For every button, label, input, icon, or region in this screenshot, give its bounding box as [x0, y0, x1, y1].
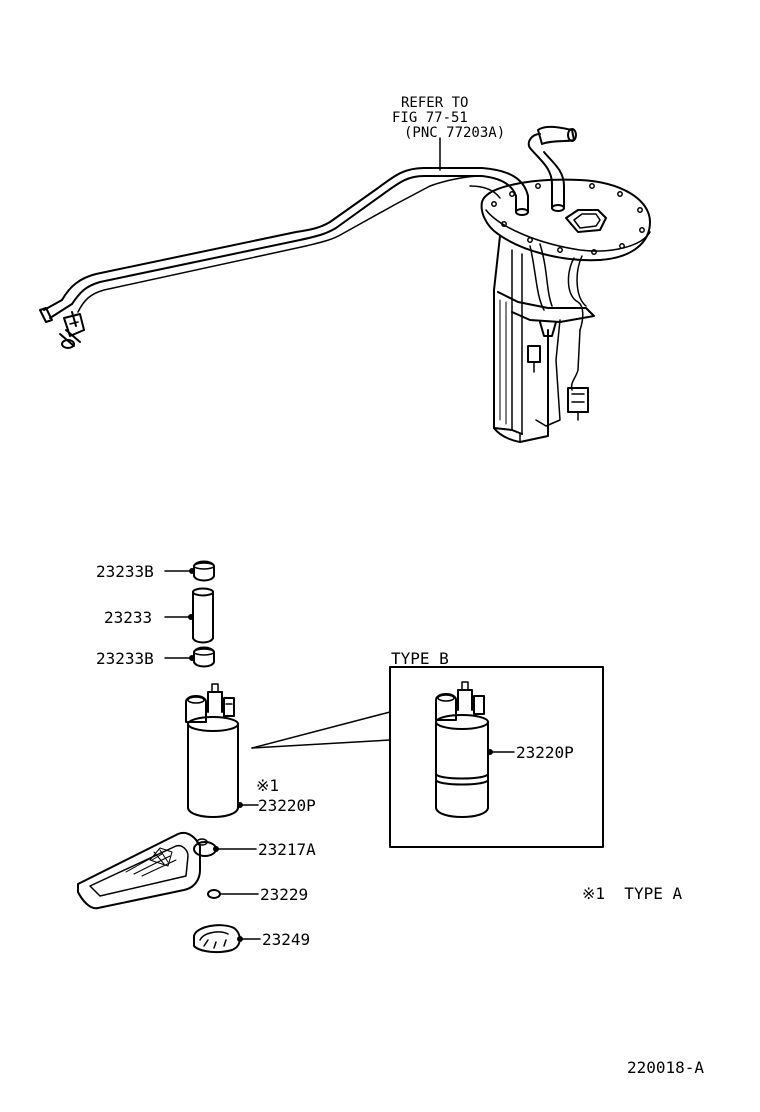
figure-id: 220018-A: [627, 1058, 704, 1077]
label-pump-marker: ※1: [256, 776, 279, 795]
label-retainer: 23249: [262, 930, 310, 949]
label-ring: 23229: [260, 885, 308, 904]
label-filter: 23217A: [258, 840, 316, 859]
label-pump-type-b: 23220P: [516, 743, 574, 762]
footnote-type-a: ※1 TYPE A: [582, 884, 682, 903]
reference-note-line2: FIG 77-51: [392, 110, 468, 126]
fuel-filter-drawing: [77, 832, 257, 910]
clamp-upper-drawing: [164, 560, 215, 582]
hose-drawing: [164, 587, 214, 644]
retainer-drawing: [193, 924, 261, 954]
label-hose: 23233: [104, 608, 152, 627]
label-pump-type-a: 23220P: [258, 796, 316, 815]
label-clamp-upper: 23233B: [96, 562, 154, 581]
ring-drawing: [207, 889, 259, 899]
reference-note: REFER TO FIG 77-51 (PNC 77203A): [392, 95, 505, 141]
fuel-pump-type-a-drawing: [185, 683, 259, 818]
type-b-box: [389, 666, 604, 848]
label-clamp-lower: 23233B: [96, 649, 154, 668]
clamp-lower-drawing: [164, 646, 215, 668]
reference-note-line3: (PNC 77203A): [404, 125, 505, 141]
type-b-title: TYPE B: [391, 649, 449, 668]
reference-note-line1: REFER TO: [401, 95, 468, 111]
fuel-sender-assembly-drawing: [39, 125, 651, 443]
fuel-pump-type-b-drawing: [435, 681, 515, 818]
